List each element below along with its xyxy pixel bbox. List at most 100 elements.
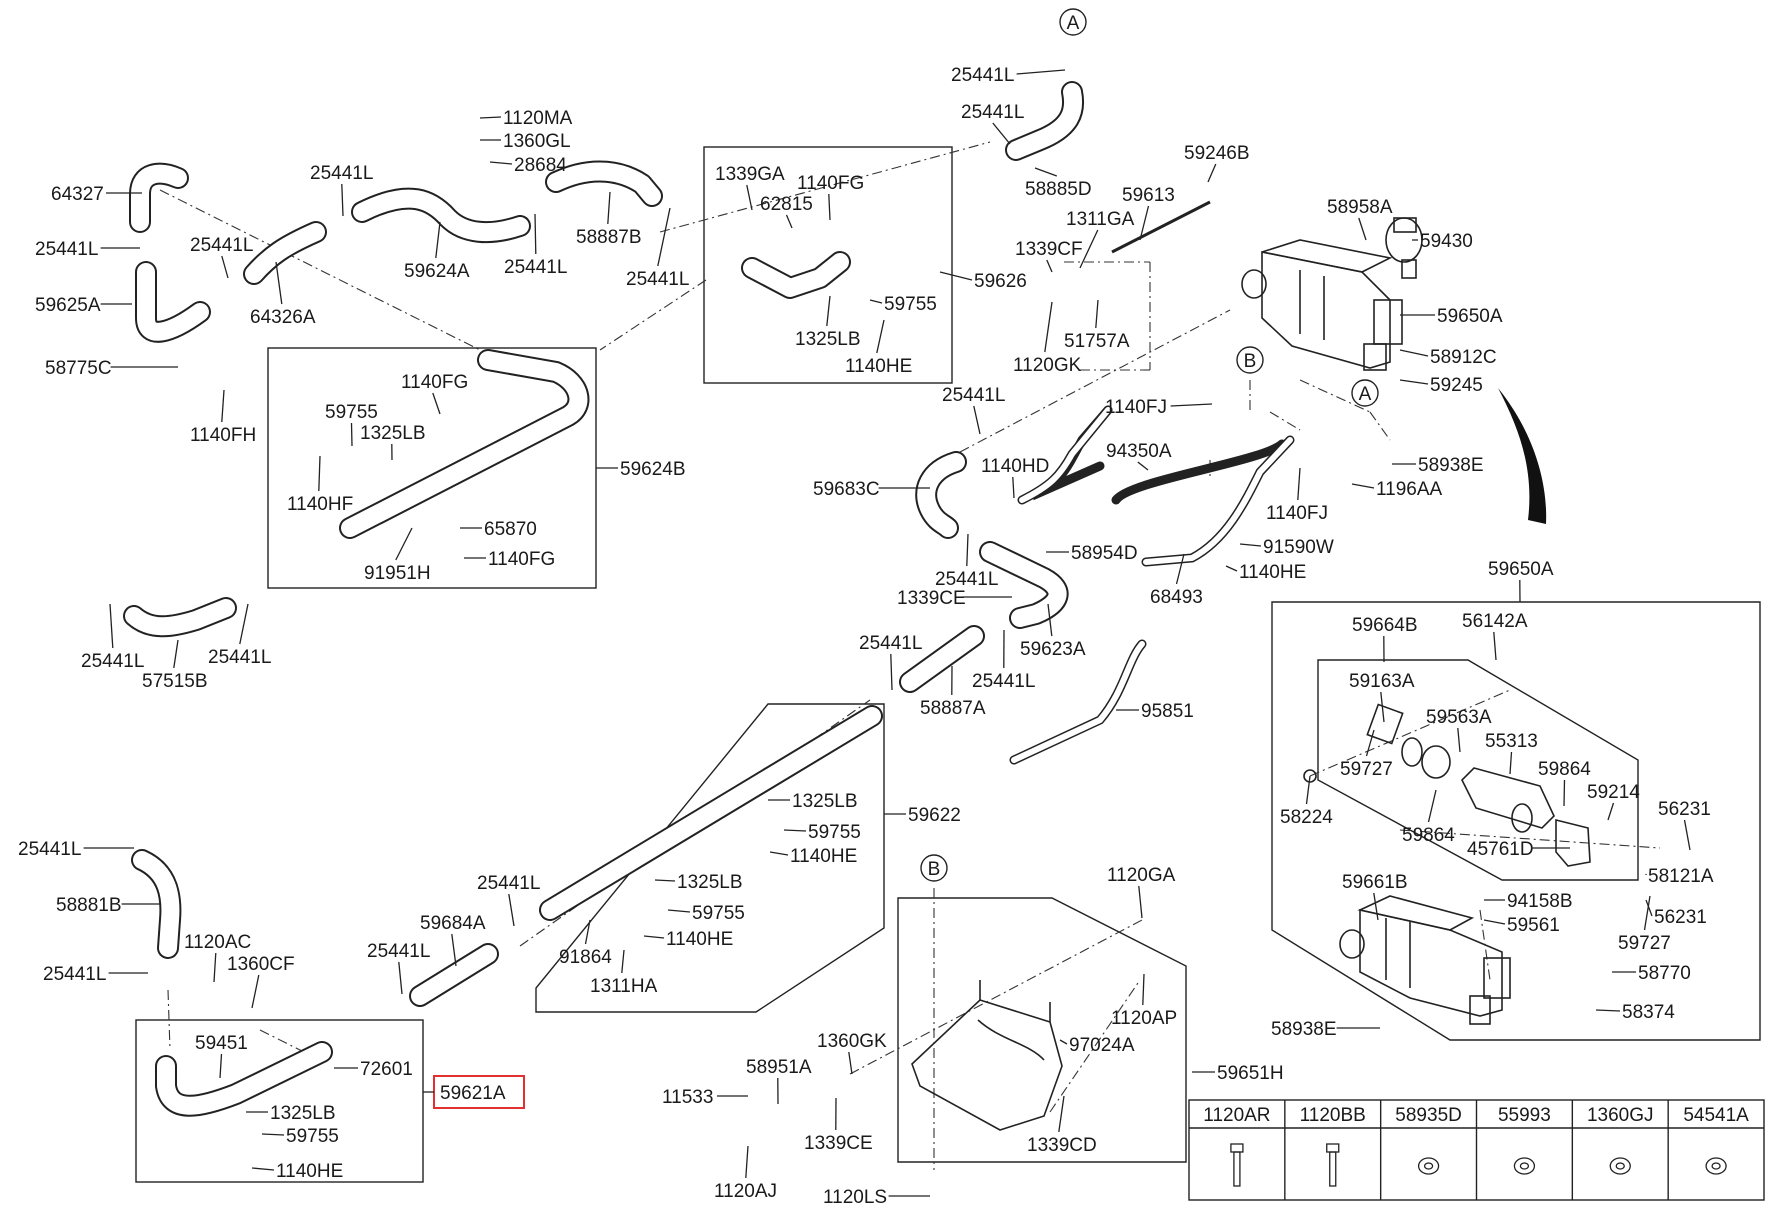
- part-callout[interactable]: 1339CF: [1015, 239, 1083, 260]
- part-callout[interactable]: 59613: [1122, 185, 1175, 206]
- highlight-callout[interactable]: 59621A: [423, 1075, 525, 1109]
- part-callout[interactable]: 25441L: [504, 257, 567, 278]
- part-callout[interactable]: 25441L: [18, 839, 81, 860]
- part-callout[interactable]: 56231: [1654, 907, 1707, 928]
- part-callout[interactable]: 68493: [1150, 587, 1203, 608]
- part-callout[interactable]: 25441L: [626, 269, 689, 290]
- part-callout[interactable]: 59683C: [813, 479, 880, 500]
- part-callout[interactable]: 1140HE: [1239, 562, 1306, 583]
- part-callout[interactable]: 1360GK: [817, 1031, 887, 1052]
- part-callout[interactable]: 59245: [1430, 375, 1483, 396]
- part-callout[interactable]: 1120AC: [184, 932, 251, 953]
- part-callout[interactable]: 1140FJ: [1266, 503, 1328, 524]
- part-callout[interactable]: 65870: [484, 519, 537, 540]
- part-callout[interactable]: 25441L: [81, 651, 144, 672]
- part-callout[interactable]: 57515B: [142, 671, 208, 692]
- part-callout[interactable]: 58775C: [45, 358, 112, 379]
- part-callout[interactable]: 58954D: [1071, 543, 1138, 564]
- part-callout[interactable]: 25441L: [951, 65, 1014, 86]
- part-callout[interactable]: 58885D: [1025, 179, 1092, 200]
- part-callout[interactable]: 59624A: [404, 261, 470, 282]
- part-callout[interactable]: 59622: [908, 805, 961, 826]
- part-callout[interactable]: 58951A: [746, 1057, 812, 1078]
- part-callout[interactable]: 11533: [662, 1087, 713, 1108]
- part-callout[interactable]: 59650A: [1437, 306, 1503, 327]
- part-callout[interactable]: 1120AJ: [714, 1181, 777, 1202]
- part-callout[interactable]: 1140HE: [276, 1161, 343, 1182]
- part-callout[interactable]: 1196AA: [1376, 479, 1443, 500]
- part-callout[interactable]: 1339CD: [1027, 1135, 1097, 1156]
- part-callout[interactable]: 1120LS: [823, 1187, 887, 1208]
- part-callout[interactable]: 91864: [559, 947, 612, 968]
- part-callout[interactable]: 1339CE: [897, 588, 966, 609]
- part-callout[interactable]: 59624B: [620, 459, 686, 480]
- part-callout[interactable]: 58958A: [1327, 197, 1393, 218]
- part-callout[interactable]: 59650A: [1488, 559, 1554, 580]
- part-callout[interactable]: 58887A: [920, 698, 986, 719]
- part-callout[interactable]: 58770: [1638, 963, 1691, 984]
- part-callout[interactable]: 1339GA: [715, 164, 785, 185]
- part-callout[interactable]: 1140HD: [981, 456, 1049, 477]
- part-callout[interactable]: 58881B: [56, 895, 122, 916]
- part-callout[interactable]: 59623A: [1020, 639, 1086, 660]
- part-callout[interactable]: 59163A: [1349, 671, 1415, 692]
- part-callout[interactable]: 1140FG: [401, 372, 468, 393]
- part-callout[interactable]: 59755: [808, 822, 861, 843]
- part-callout[interactable]: 59625A: [35, 295, 101, 316]
- part-callout[interactable]: 59626: [974, 271, 1027, 292]
- part-callout[interactable]: 56142A: [1462, 611, 1528, 632]
- part-callout[interactable]: 62815: [760, 194, 813, 215]
- part-callout[interactable]: 59451: [195, 1033, 248, 1054]
- part-callout[interactable]: 55313: [1485, 731, 1538, 752]
- part-callout[interactable]: 59684A: [420, 913, 486, 934]
- part-callout[interactable]: 1120GK: [1013, 355, 1082, 376]
- part-callout[interactable]: 58121A: [1648, 866, 1714, 887]
- part-callout[interactable]: 25441L: [935, 569, 998, 590]
- part-callout[interactable]: 1140HE: [666, 929, 733, 950]
- part-callout[interactable]: 59246B: [1184, 143, 1250, 164]
- part-callout[interactable]: 59651H: [1217, 1063, 1284, 1084]
- part-callout[interactable]: 25441L: [190, 235, 253, 256]
- part-callout[interactable]: 1140FH: [190, 425, 256, 446]
- part-callout[interactable]: 59214: [1587, 782, 1640, 803]
- part-callout[interactable]: 1140HE: [845, 356, 912, 377]
- part-callout[interactable]: 59661B: [1342, 872, 1408, 893]
- highlight-label[interactable]: 59621A: [440, 1083, 506, 1104]
- part-callout[interactable]: 59755: [286, 1126, 339, 1147]
- part-callout[interactable]: 94158B: [1507, 891, 1573, 912]
- part-callout[interactable]: 28684: [514, 155, 567, 176]
- part-callout[interactable]: 59864: [1538, 759, 1591, 780]
- part-callout[interactable]: 59755: [692, 903, 745, 924]
- part-callout[interactable]: 1120GA: [1107, 865, 1176, 886]
- part-callout[interactable]: 58374: [1622, 1002, 1675, 1023]
- part-callout[interactable]: 1360CF: [227, 954, 295, 975]
- part-callout[interactable]: 1311GA: [1066, 209, 1135, 230]
- part-callout[interactable]: 58912C: [1430, 347, 1497, 368]
- part-callout[interactable]: 56231: [1658, 799, 1711, 820]
- part-callout[interactable]: 1339CE: [804, 1133, 873, 1154]
- part-callout[interactable]: 25441L: [208, 647, 271, 668]
- part-callout[interactable]: 1140HE: [790, 846, 857, 867]
- part-callout[interactable]: 25441L: [35, 239, 98, 260]
- part-callout[interactable]: 25441L: [972, 671, 1035, 692]
- part-callout[interactable]: 25441L: [310, 163, 373, 184]
- part-callout[interactable]: 25441L: [859, 633, 922, 654]
- part-callout[interactable]: 51757A: [1064, 331, 1130, 352]
- part-callout[interactable]: 25441L: [942, 385, 1005, 406]
- part-callout[interactable]: 45761D: [1467, 839, 1534, 860]
- part-callout[interactable]: 59664B: [1352, 615, 1418, 636]
- part-callout[interactable]: 72601: [360, 1059, 413, 1080]
- part-callout[interactable]: 59755: [325, 402, 378, 423]
- part-callout[interactable]: 59755: [884, 294, 937, 315]
- part-callout[interactable]: 1325LB: [360, 423, 426, 444]
- part-callout[interactable]: 25441L: [477, 873, 540, 894]
- part-callout[interactable]: 64326A: [250, 307, 316, 328]
- part-callout[interactable]: 1140FG: [797, 173, 864, 194]
- part-callout[interactable]: 59563A: [1426, 707, 1492, 728]
- part-callout[interactable]: 59864: [1402, 825, 1455, 846]
- part-callout[interactable]: 1120MA: [503, 108, 573, 129]
- part-callout[interactable]: 1120AP: [1111, 1008, 1177, 1029]
- part-callout[interactable]: 97024A: [1069, 1035, 1135, 1056]
- part-callout[interactable]: 59561: [1507, 915, 1560, 936]
- part-callout[interactable]: 58224: [1280, 807, 1333, 828]
